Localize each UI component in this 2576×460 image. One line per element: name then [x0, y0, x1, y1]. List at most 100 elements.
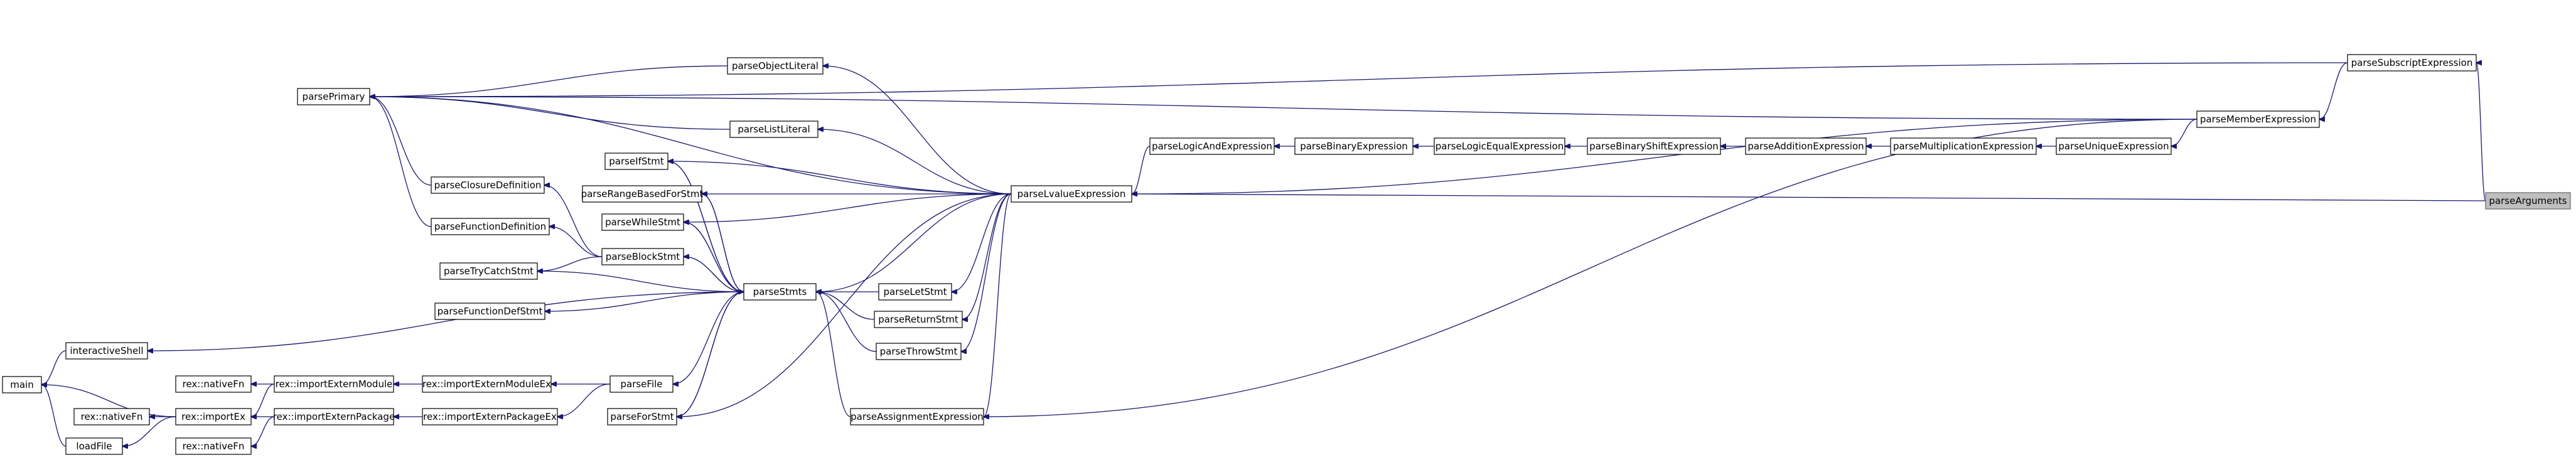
node-nativeFn1[interactable]: rex::nativeFn	[175, 375, 252, 393]
node-box[interactable]	[2347, 54, 2477, 72]
node-box[interactable]	[65, 437, 123, 455]
node-parseStmts[interactable]: parseStmts	[743, 283, 817, 301]
node-parseReturnStmt[interactable]: parseReturnStmt	[874, 311, 963, 328]
node-parseAssignmentExpression[interactable]: parseAssignmentExpression	[850, 408, 984, 425]
node-parseSubscriptExpression[interactable]: parseSubscriptExpression	[2347, 54, 2477, 72]
edge-loadFile-to-main	[41, 385, 67, 447]
edge-parseStmts-to-parseTryCatchStmt	[537, 271, 744, 292]
edge-parseForStmt-to-parseStmts	[676, 292, 744, 417]
node-box[interactable]	[729, 120, 818, 138]
edge-parseThrowStmt-to-parseStmts	[816, 292, 877, 352]
node-parseAdditionExpression[interactable]: parseAdditionExpression	[1745, 137, 1867, 155]
node-label: parseObjectLiteral	[732, 60, 818, 72]
edge-parseIfStmt-to-parseStmts	[667, 161, 744, 292]
node-box[interactable]	[582, 185, 702, 203]
node-box[interactable]	[2485, 192, 2571, 210]
edge-parseListLiteral-to-parsePrimary	[370, 97, 731, 130]
node-box[interactable]	[876, 343, 962, 360]
node-box[interactable]	[850, 408, 984, 425]
edge-parseLvalueExpression-to-parseListLiteral	[818, 129, 1012, 195]
node-parseUniqueExpression[interactable]: parseUniqueExpression	[2056, 137, 2172, 155]
node-parseMultiplicationExpression[interactable]: parseMultiplicationExpression	[1890, 137, 2037, 155]
node-parseLvalueExpression[interactable]: parseLvalueExpression	[1011, 185, 1132, 203]
node-box[interactable]	[2, 376, 42, 393]
node-box[interactable]	[175, 437, 252, 455]
node-importExternPackage[interactable]: rex::importExternPackage	[273, 408, 395, 425]
node-box[interactable]	[431, 218, 550, 235]
node-box[interactable]	[743, 283, 817, 301]
node-box[interactable]	[1890, 137, 2037, 155]
node-parsePrimary[interactable]: parsePrimary	[297, 88, 370, 105]
edge-parseStmts-to-parseBlockStmt	[684, 257, 744, 292]
node-parseRangeBasedForStmt[interactable]: parseRangeBasedForStmt	[581, 185, 704, 203]
node-parseFunctionDefStmt[interactable]: parseFunctionDefStmt	[434, 302, 545, 320]
node-nativeFn2[interactable]: rex::nativeFn	[73, 408, 150, 425]
node-parseWhileStmt[interactable]: parseWhileStmt	[601, 213, 684, 231]
node-label: rex::importExternPackage	[273, 411, 395, 422]
node-label: parseAssignmentExpression	[851, 411, 984, 422]
node-label: parseThrowStmt	[880, 346, 958, 357]
node-interactiveShell[interactable]: interactiveShell	[65, 342, 148, 360]
node-parseFunctionDefinition[interactable]: parseFunctionDefinition	[431, 218, 550, 235]
node-box[interactable]	[434, 302, 545, 320]
node-box[interactable]	[422, 375, 552, 393]
node-parseArguments[interactable]: parseArguments	[2485, 192, 2571, 210]
node-box[interactable]	[65, 342, 148, 360]
node-box[interactable]	[439, 262, 538, 280]
node-box[interactable]	[431, 176, 545, 194]
node-parseMemberExpression[interactable]: parseMemberExpression	[2196, 110, 2320, 128]
node-box[interactable]	[874, 311, 963, 328]
node-label: parseUniqueExpression	[2058, 141, 2169, 152]
node-importEx[interactable]: rex::importEx	[175, 408, 252, 425]
node-box[interactable]	[601, 248, 684, 265]
node-box[interactable]	[297, 88, 370, 105]
node-box[interactable]	[175, 375, 252, 393]
node-box[interactable]	[1011, 185, 1132, 203]
node-box[interactable]	[2056, 137, 2172, 155]
edge-parseLogicAndExpression-to-parseLvalueExpression	[1132, 146, 1151, 194]
node-parseListLiteral[interactable]: parseListLiteral	[729, 120, 818, 138]
edge-parseReturnStmt-to-parseStmts	[816, 292, 875, 320]
node-box[interactable]	[1587, 137, 1721, 155]
node-label: parsePrimary	[303, 91, 365, 102]
node-parseLetStmt[interactable]: parseLetStmt	[878, 283, 952, 301]
node-parseIfStmt[interactable]: parseIfStmt	[604, 152, 668, 170]
node-parseClosureDefinition[interactable]: parseClosureDefinition	[431, 176, 545, 194]
edge-parseAssignmentExpression-to-parseStmts	[816, 292, 851, 417]
node-nativeFn3[interactable]: rex::nativeFn	[175, 437, 252, 455]
node-box[interactable]	[1149, 137, 1275, 155]
node-parseBinaryExpression[interactable]: parseBinaryExpression	[1294, 137, 1414, 155]
node-box[interactable]	[175, 408, 252, 425]
node-box[interactable]	[422, 408, 558, 425]
node-box[interactable]	[878, 283, 952, 301]
node-box[interactable]	[1434, 137, 1565, 155]
node-box[interactable]	[73, 408, 150, 425]
node-parseObjectLiteral[interactable]: parseObjectLiteral	[727, 57, 824, 75]
node-loadFile[interactable]: loadFile	[65, 437, 123, 455]
node-importExternPackageEx[interactable]: rex::importExternPackageEx	[422, 408, 558, 425]
node-box[interactable]	[601, 213, 684, 231]
edge-parseLvalueExpression-to-parsePrimary	[370, 97, 1012, 195]
edge-parseBlockStmt-to-parseTryCatchStmt	[537, 256, 603, 271]
node-box[interactable]	[1294, 137, 1414, 155]
node-box[interactable]	[274, 375, 394, 393]
node-parseForStmt[interactable]: parseForStmt	[607, 408, 677, 425]
node-box[interactable]	[2196, 110, 2320, 128]
node-parseTryCatchStmt[interactable]: parseTryCatchStmt	[439, 262, 538, 280]
node-box[interactable]	[607, 408, 677, 425]
node-parseLogicAndExpression[interactable]: parseLogicAndExpression	[1149, 137, 1275, 155]
node-box[interactable]	[727, 57, 824, 75]
node-box[interactable]	[1745, 137, 1867, 155]
node-importExternModuleEx[interactable]: rex::importExternModuleEx	[422, 375, 552, 393]
node-parseBinaryShiftExpression[interactable]: parseBinaryShiftExpression	[1587, 137, 1721, 155]
node-parseBlockStmt[interactable]: parseBlockStmt	[601, 248, 684, 265]
node-parseLogicEqualExpression[interactable]: parseLogicEqualExpression	[1434, 137, 1565, 155]
node-parseThrowStmt[interactable]: parseThrowStmt	[876, 343, 962, 360]
node-box[interactable]	[274, 408, 394, 425]
node-box[interactable]	[609, 375, 674, 393]
node-main[interactable]: main	[2, 376, 42, 393]
node-importExternModule[interactable]: rex::importExternModule	[274, 375, 394, 393]
node-parseFile[interactable]: parseFile	[609, 375, 674, 393]
node-label: parseClosureDefinition	[434, 179, 542, 191]
node-box[interactable]	[604, 152, 668, 170]
